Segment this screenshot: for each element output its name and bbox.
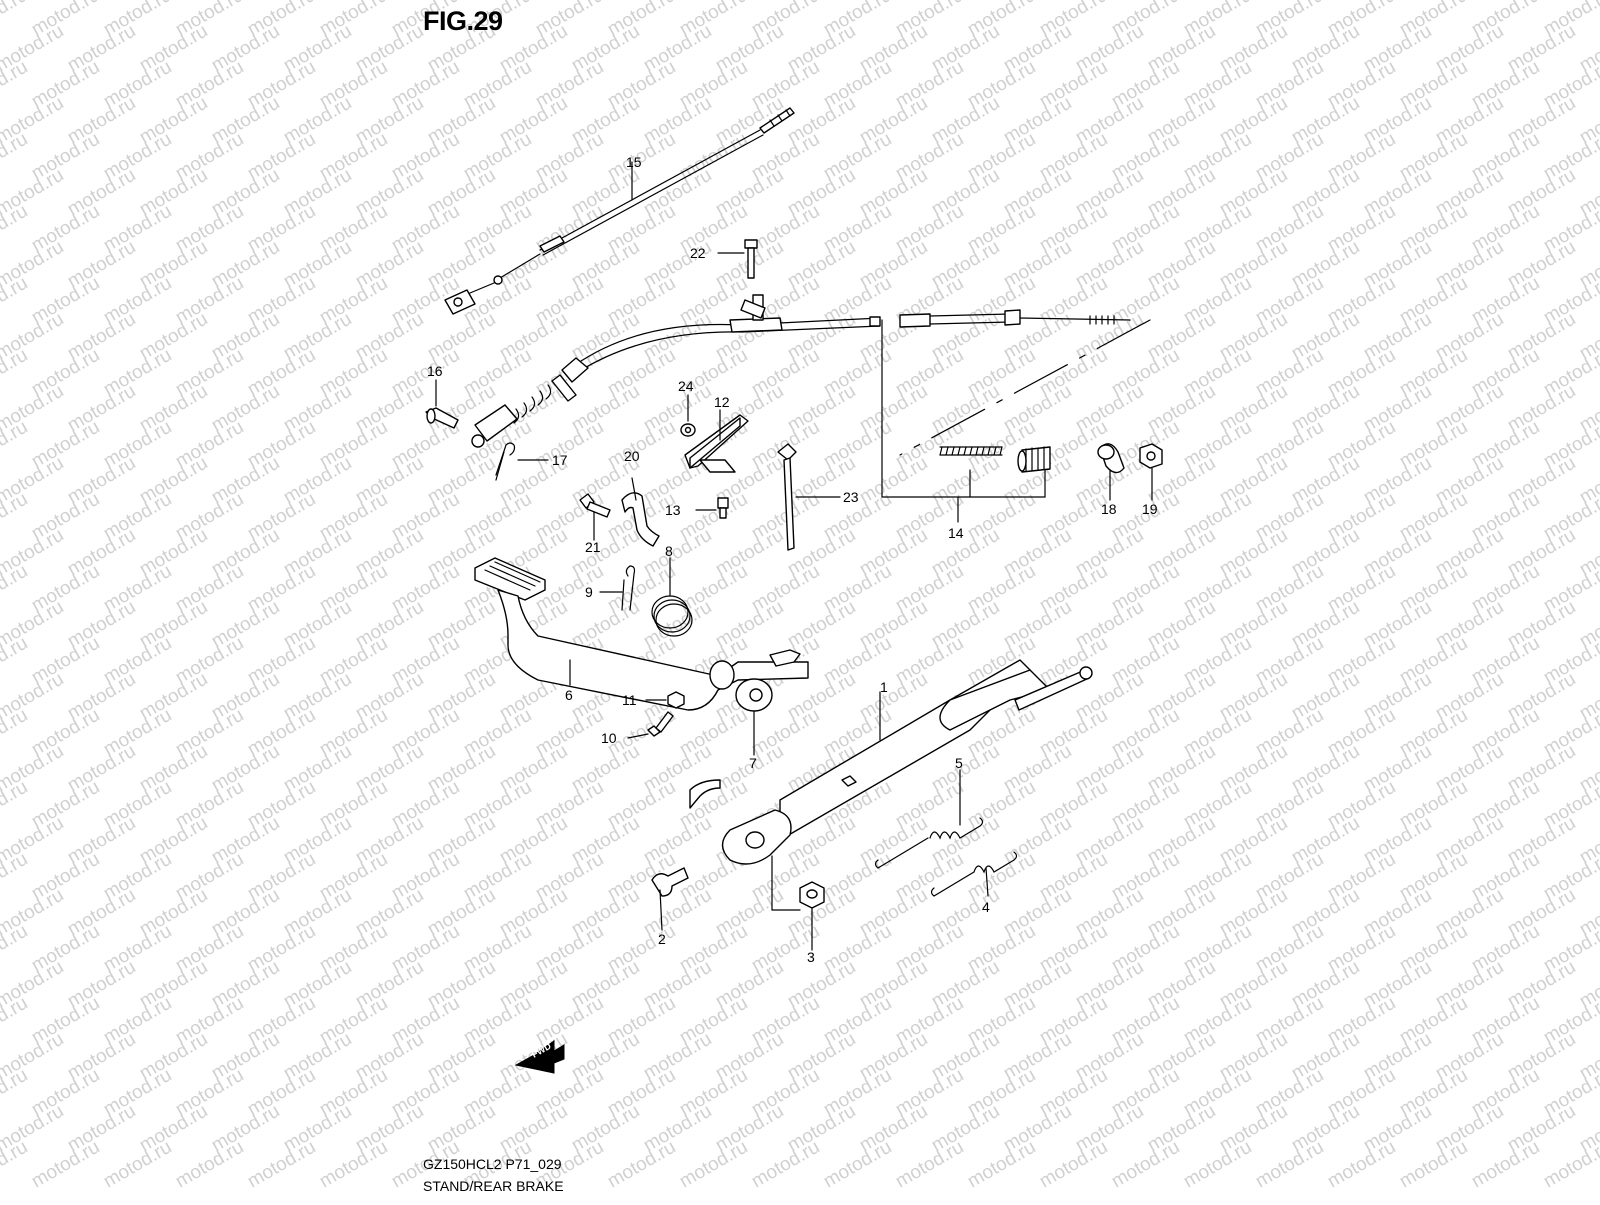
watermark-text: motod.ru bbox=[1108, 1137, 1183, 1193]
callout-18: 18 bbox=[1101, 501, 1117, 517]
watermark-text: motod.ru bbox=[1396, 1137, 1471, 1193]
watermark-text: motod.ru bbox=[0, 201, 31, 257]
callout-7: 7 bbox=[749, 755, 757, 771]
watermark-text: motod.ru bbox=[0, 57, 31, 113]
watermark-text: motod.ru bbox=[1036, 1137, 1111, 1193]
model-code: GZ150HCL2 P71_029 bbox=[423, 1156, 562, 1172]
callout-24: 24 bbox=[678, 378, 694, 394]
watermark-text: motod.ru bbox=[0, 849, 31, 905]
callout-1: 1 bbox=[880, 679, 888, 695]
callout-6: 6 bbox=[565, 687, 573, 703]
watermark-text: motod.ru bbox=[0, 633, 31, 689]
watermark-text: motod.ru bbox=[0, 777, 31, 833]
watermark-text: motod.ru bbox=[1180, 1137, 1255, 1193]
watermark-text: motod.ru bbox=[0, 417, 31, 473]
callout-10: 10 bbox=[601, 730, 617, 746]
callout-14: 14 bbox=[948, 525, 964, 541]
callout-13: 13 bbox=[665, 502, 681, 518]
watermark-text: motod.ru bbox=[1324, 1137, 1399, 1193]
watermark-text: motod.ru bbox=[604, 1137, 679, 1193]
callout-9: 9 bbox=[585, 584, 593, 600]
watermark-text: motod.ru bbox=[0, 0, 31, 40]
watermark-text: motod.ru bbox=[1468, 1137, 1543, 1193]
watermark-text: motod.ru bbox=[0, 1065, 31, 1121]
callout-19: 19 bbox=[1142, 501, 1158, 517]
callout-3: 3 bbox=[807, 949, 815, 965]
callout-5: 5 bbox=[955, 755, 963, 771]
callout-22: 22 bbox=[690, 245, 706, 261]
watermark-text: motod.ru bbox=[0, 273, 31, 329]
watermark-text: motod.ru bbox=[1252, 1137, 1327, 1193]
watermark-text: motod.ru bbox=[964, 1137, 1039, 1193]
callout-23: 23 bbox=[843, 489, 859, 505]
callout-12: 12 bbox=[714, 394, 730, 410]
callout-15: 15 bbox=[626, 154, 642, 170]
callout-8: 8 bbox=[665, 543, 673, 559]
callout-16: 16 bbox=[427, 363, 443, 379]
watermark-text: motod.ru bbox=[1540, 1137, 1600, 1193]
watermark-text: motod.ru bbox=[0, 489, 31, 545]
watermark-text: motod.ru bbox=[0, 561, 31, 617]
watermark-text: motod.ru bbox=[820, 1137, 895, 1193]
watermark-text: motod.ru bbox=[0, 921, 31, 977]
callout-2: 2 bbox=[658, 931, 666, 947]
watermark-text: motod.ru bbox=[172, 1137, 247, 1193]
figure-title: FIG.29 bbox=[423, 6, 503, 36]
callout-4: 4 bbox=[982, 899, 990, 915]
watermark-text: motod.ru bbox=[316, 1137, 391, 1193]
watermark-text: motod.ru bbox=[0, 345, 31, 401]
section-name: STAND/REAR BRAKE bbox=[423, 1178, 564, 1194]
watermark-text: motod.ru bbox=[748, 1137, 823, 1193]
watermark-text: motod.ru bbox=[0, 1137, 31, 1193]
watermark-text: motod.ru bbox=[892, 1137, 967, 1193]
watermark-text: motod.ru bbox=[28, 1137, 103, 1193]
callout-11: 11 bbox=[622, 692, 637, 708]
watermark-text: motod.ru bbox=[0, 993, 31, 1049]
watermark-text: motod.ru bbox=[0, 129, 31, 185]
callout-20: 20 bbox=[624, 448, 640, 464]
callout-21: 21 bbox=[585, 539, 601, 555]
watermark-text: motod.ru bbox=[244, 1137, 319, 1193]
watermark-text: motod.ru bbox=[100, 1137, 175, 1193]
watermark-text: motod.ru bbox=[0, 705, 31, 761]
callout-17: 17 bbox=[552, 452, 568, 468]
watermark-text: motod.ru bbox=[676, 1137, 751, 1193]
